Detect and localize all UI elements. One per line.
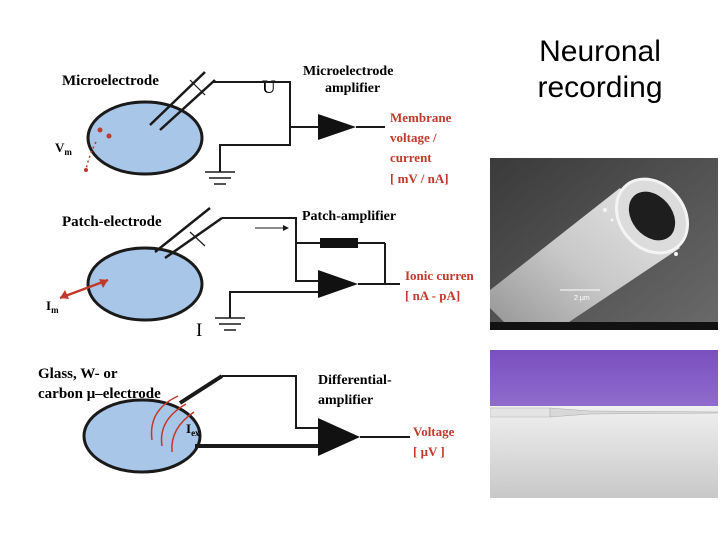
amplifier-3-triangle bbox=[318, 418, 360, 456]
voltage-output: Voltage bbox=[413, 424, 455, 439]
electrode-2-line-b bbox=[164, 216, 223, 260]
cell-2 bbox=[86, 246, 204, 322]
panel-patch-electrode: Patch-electrode Patch-amplifier I Im Ion… bbox=[46, 207, 474, 341]
microelectrode-amplifier-label-1: Microelectrode bbox=[303, 64, 393, 79]
microelectrode-amplifier-label-2: amplifier bbox=[325, 81, 380, 96]
differential-amplifier-label-2: amplifier bbox=[318, 393, 373, 408]
vm-dotted-arrow bbox=[85, 141, 97, 171]
current-symbol-i: I bbox=[196, 320, 202, 341]
bench-surface bbox=[490, 406, 718, 498]
im-arrow-head-out bbox=[60, 290, 69, 299]
sem-particle-3 bbox=[674, 252, 678, 256]
glass-electrode-label-1: Glass, W- or bbox=[38, 366, 118, 382]
title-line-1: Neuronal bbox=[539, 35, 661, 68]
membrane-output-1: Membrane bbox=[390, 110, 452, 125]
vm-arrow-end bbox=[84, 168, 88, 172]
vm-label: Vm bbox=[55, 140, 72, 157]
iex-label: Iex bbox=[186, 421, 200, 438]
wire-3-input bbox=[222, 375, 318, 429]
current-arrow-head bbox=[283, 225, 289, 231]
amplifier-1-triangle bbox=[318, 114, 356, 140]
pipette-barrel bbox=[490, 407, 551, 418]
cell-1 bbox=[86, 100, 204, 176]
sem-pipette-image: 2 µm bbox=[490, 158, 718, 330]
sem-particle-2 bbox=[610, 218, 614, 222]
field-line-3 bbox=[171, 411, 195, 453]
sem-scale-label: 2 µm bbox=[574, 295, 590, 302]
im-arrow-head-in bbox=[99, 279, 108, 288]
differential-amplifier-label-1: Differential- bbox=[318, 373, 392, 388]
voltage-units: [ μV ] bbox=[413, 444, 445, 459]
sem-info-bar bbox=[490, 322, 718, 330]
glass-electrode-label-2: carbon μ–electrode bbox=[38, 386, 161, 402]
im-arrow-shaft bbox=[59, 278, 109, 300]
sem-tube-opening bbox=[628, 191, 676, 241]
cell-3 bbox=[82, 398, 202, 474]
panel-differential: Glass, W- or carbon μ–electrode Iex Diff… bbox=[38, 366, 455, 474]
field-line-2 bbox=[160, 403, 187, 447]
membrane-output-2: voltage / bbox=[390, 130, 437, 145]
pipette-taper bbox=[549, 407, 718, 418]
electrode-1-line-b bbox=[159, 79, 216, 131]
membrane-output-3: current bbox=[390, 150, 432, 165]
membrane-output-units: [ mV / nA] bbox=[390, 171, 449, 186]
recording-electrode bbox=[178, 374, 224, 405]
wire-1-input bbox=[213, 81, 318, 128]
wire-2-ground bbox=[229, 291, 318, 318]
wire-1-ground bbox=[219, 127, 291, 172]
field-line-1 bbox=[150, 395, 179, 441]
vm-dot-2 bbox=[106, 133, 112, 139]
purple-backdrop bbox=[490, 350, 718, 406]
microelectrode-label: Microelectrode bbox=[62, 73, 159, 89]
slide-title: Neuronal recording bbox=[510, 34, 690, 106]
ionic-current-units: [ nA - pA] bbox=[405, 288, 460, 303]
ionic-current-output: Ionic curren bbox=[405, 268, 474, 283]
title-line-2: recording bbox=[537, 71, 663, 104]
glass-pipette-photo bbox=[490, 350, 718, 498]
vm-dot-1 bbox=[97, 127, 103, 133]
sem-particle-1 bbox=[603, 208, 607, 212]
electrode-1-tick bbox=[189, 79, 206, 96]
feedback-resistor bbox=[320, 238, 358, 248]
im-label: Im bbox=[46, 298, 59, 315]
panel-microelectrode: Microelectrode U Microelectrode amplifie… bbox=[55, 64, 452, 186]
patch-amplifier-label: Patch-amplifier bbox=[302, 209, 396, 224]
electrode-2-tick bbox=[189, 231, 206, 247]
wire-2-input bbox=[222, 217, 318, 282]
sem-pipette-drawing: 2 µm bbox=[490, 158, 718, 330]
glass-pipette-drawing bbox=[490, 350, 718, 498]
electrode-1-line-a bbox=[149, 71, 206, 126]
amplifier-2-triangle bbox=[318, 270, 358, 298]
voltage-symbol-u: U bbox=[262, 77, 276, 98]
patch-electrode-label: Patch-electrode bbox=[62, 214, 162, 230]
electrode-2-line-a bbox=[154, 207, 211, 253]
